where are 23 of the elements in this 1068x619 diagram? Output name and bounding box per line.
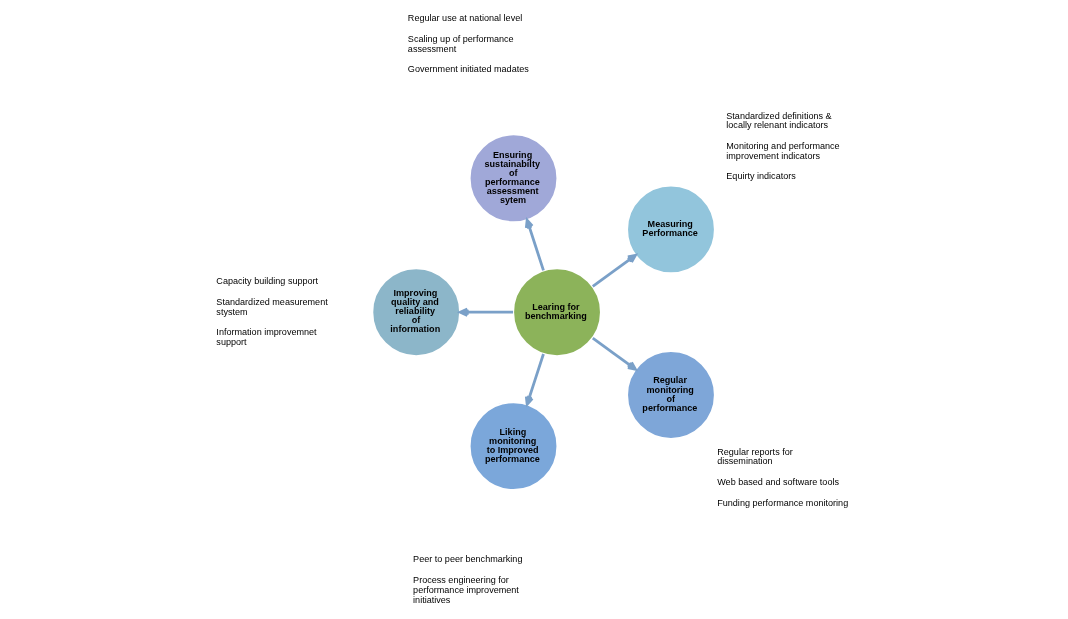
arrow — [524, 218, 545, 271]
arrow — [591, 253, 637, 288]
node-label: Process engineering for performance improvement initiatives — [412, 575, 519, 605]
node-circle: Improving quality and reliability of information — [370, 267, 461, 358]
node-label: Funding performance monitoring — [716, 497, 848, 508]
node-circle: Learing for benchmarking — [511, 267, 602, 358]
node-label: Government initiated madates — [407, 64, 529, 75]
node-circle: Ensuring sustainabilty of performance assessment sytem — [468, 133, 559, 224]
node-label: Web based and software tools — [716, 477, 839, 488]
node-label: Scaling up of performance assessment — [407, 33, 514, 54]
arrow — [591, 337, 637, 371]
node-label: Equirty indicators — [725, 171, 796, 182]
node-label: Standardized measurement stystem — [215, 296, 328, 317]
node-label: Regular use at national level — [407, 13, 522, 24]
node-label: Monitoring and performance improvement indicators — [725, 141, 840, 161]
node-circle: Liking monitoring to Improved performance — [468, 401, 559, 492]
node-label: Capacity building support — [215, 276, 318, 287]
node-label: Standardized definitions & locally relenant indicators — [725, 110, 832, 131]
node-label: Regular reports for dissemination — [716, 446, 793, 467]
node-label: Information improvemnet support — [215, 327, 317, 348]
node-label: Peer to peer benchmarking — [412, 554, 522, 565]
arrow — [458, 307, 513, 317]
arrow — [524, 353, 545, 406]
